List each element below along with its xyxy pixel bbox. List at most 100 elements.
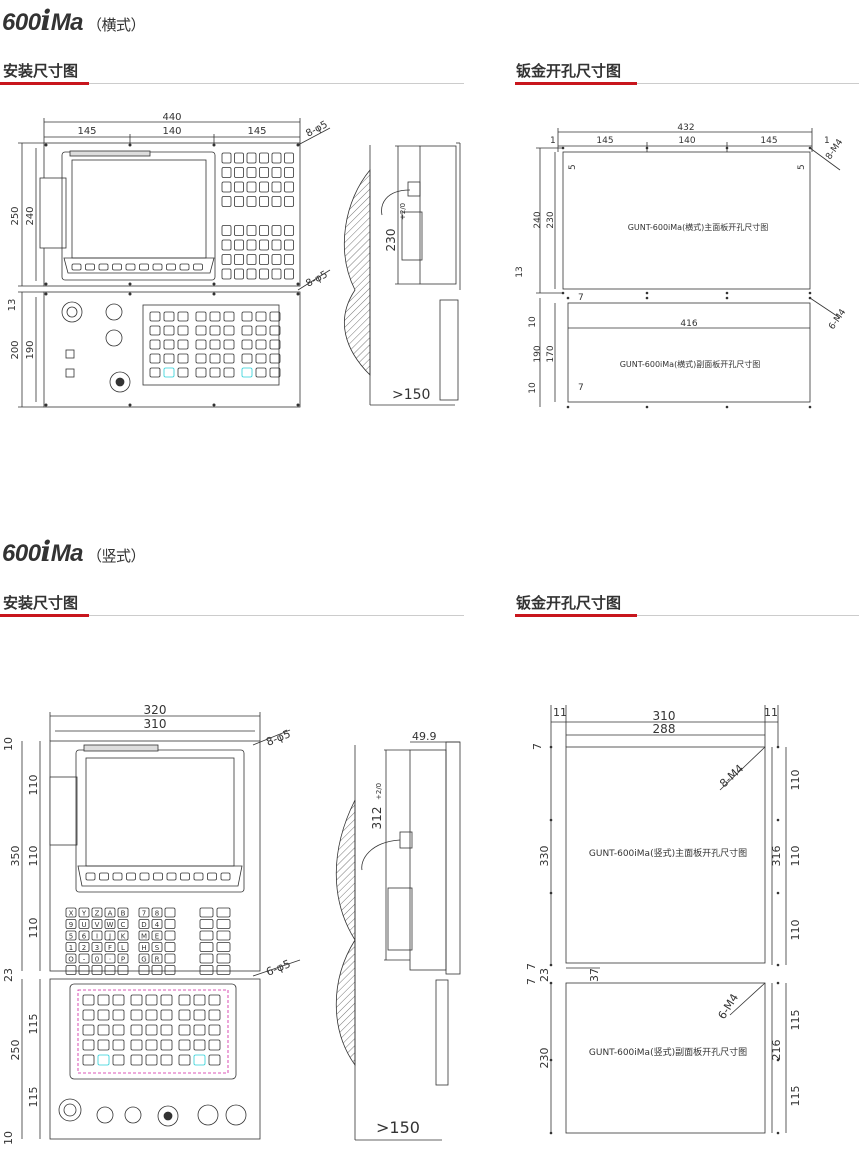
connector: [407, 181, 421, 197]
dim-190: 190: [25, 340, 36, 359]
key: [234, 254, 244, 265]
dim-10-top: 10: [2, 737, 15, 751]
key-label: U: [81, 921, 86, 929]
key: [271, 239, 282, 251]
key: [199, 965, 214, 975]
dim-330: 330: [538, 846, 551, 867]
dim-115-a: 115: [27, 1014, 40, 1035]
title-vertical: 600iMa（竖式）: [2, 535, 146, 568]
vertical-install-side: 49.9 312 +2/0 >150: [335, 730, 461, 1141]
key: [284, 254, 294, 265]
key-label: F: [108, 944, 112, 952]
key: [149, 339, 161, 350]
dim-115-b: 115: [789, 1086, 802, 1107]
dim-230: 230: [546, 211, 556, 228]
key: [216, 907, 231, 918]
key: [221, 152, 232, 164]
key-label: Y: [81, 910, 87, 918]
key: [112, 1039, 125, 1051]
dim-140: 140: [678, 136, 695, 146]
key: [160, 994, 173, 1006]
key: [216, 953, 231, 964]
key: [130, 1024, 143, 1036]
key: [241, 339, 253, 350]
sub-keypad-frame: [142, 304, 280, 386]
key: [104, 953, 116, 964]
key: [177, 367, 189, 378]
dim-170: 170: [546, 345, 556, 362]
key: [177, 353, 189, 364]
key: [97, 1039, 110, 1051]
dim-edge-1-left: 1: [550, 136, 556, 146]
key: [234, 196, 244, 207]
key-label: -: [83, 956, 86, 964]
dim-10-top: 10: [528, 316, 538, 328]
key: [145, 1024, 158, 1036]
cutout-heading-vertical: 钣金开孔尺寸图: [516, 595, 622, 612]
key: [91, 942, 103, 952]
dim-110-c: 110: [789, 920, 802, 941]
screw-callout-main: 8-M4: [717, 762, 746, 790]
model-variant: （竖式）: [87, 548, 146, 565]
key-label: B: [121, 910, 126, 918]
sub-enclosure: [435, 979, 449, 1086]
key: [221, 225, 232, 236]
dim-200: 200: [10, 340, 21, 359]
dim-23: 23: [538, 968, 551, 982]
key: [160, 1024, 173, 1036]
key-highlight: [163, 367, 175, 378]
key: [255, 353, 267, 364]
key: [221, 167, 232, 178]
key: [130, 1009, 143, 1021]
key: [269, 367, 281, 378]
sub-cutout: [565, 982, 766, 1134]
key: [160, 1054, 173, 1066]
key: [65, 919, 77, 929]
key: [91, 930, 103, 941]
key: [160, 1039, 173, 1051]
key: [223, 353, 235, 364]
key: [149, 367, 161, 378]
softkey: [166, 872, 177, 881]
key: [271, 268, 282, 280]
key: [151, 965, 163, 975]
key: [151, 930, 163, 941]
key: [193, 1039, 206, 1051]
rotary-knob-center: [115, 377, 125, 387]
enclosure: [419, 145, 457, 285]
dim-250: 250: [10, 206, 21, 225]
key: [271, 181, 282, 193]
min-space-label: >150: [392, 387, 430, 403]
softkey: [153, 872, 163, 881]
key-label: X: [69, 910, 74, 918]
key: [223, 325, 235, 336]
horizontal-install-front: 440 145 140 145 250 240 13 200 190 8-φ5 …: [7, 112, 331, 408]
horizontal-cutout: 432 145 140 145 1 1 5 5 240 230 13 7 416…: [515, 123, 848, 409]
key: [209, 339, 221, 350]
key: [246, 167, 257, 178]
dim-350: 350: [9, 846, 22, 867]
hole-callout-mid: 8-φ5: [304, 269, 329, 289]
mode-switch-a: [65, 349, 75, 359]
key: [216, 965, 231, 975]
dim-115-b: 115: [27, 1087, 40, 1108]
vertical-cutout: 310 288 11 11 7 8-M4 330 110 316 110 110…: [525, 705, 802, 1135]
key: [246, 239, 257, 251]
key: [271, 254, 282, 265]
sub-keypad: [82, 994, 221, 1066]
key: [246, 152, 257, 164]
heading-rule: [0, 615, 464, 616]
key: [82, 994, 95, 1006]
key-label: G: [141, 956, 146, 964]
key: [138, 942, 150, 952]
key: [130, 994, 143, 1006]
main-cutout: [562, 151, 811, 290]
key: [193, 994, 206, 1006]
model-variant: （横式）: [87, 17, 146, 34]
key-label: P: [121, 956, 125, 964]
key: [97, 1024, 110, 1036]
softkey: [139, 263, 149, 271]
key: [209, 367, 221, 378]
key-label: ·: [109, 956, 111, 964]
key-label: 8: [155, 910, 159, 918]
